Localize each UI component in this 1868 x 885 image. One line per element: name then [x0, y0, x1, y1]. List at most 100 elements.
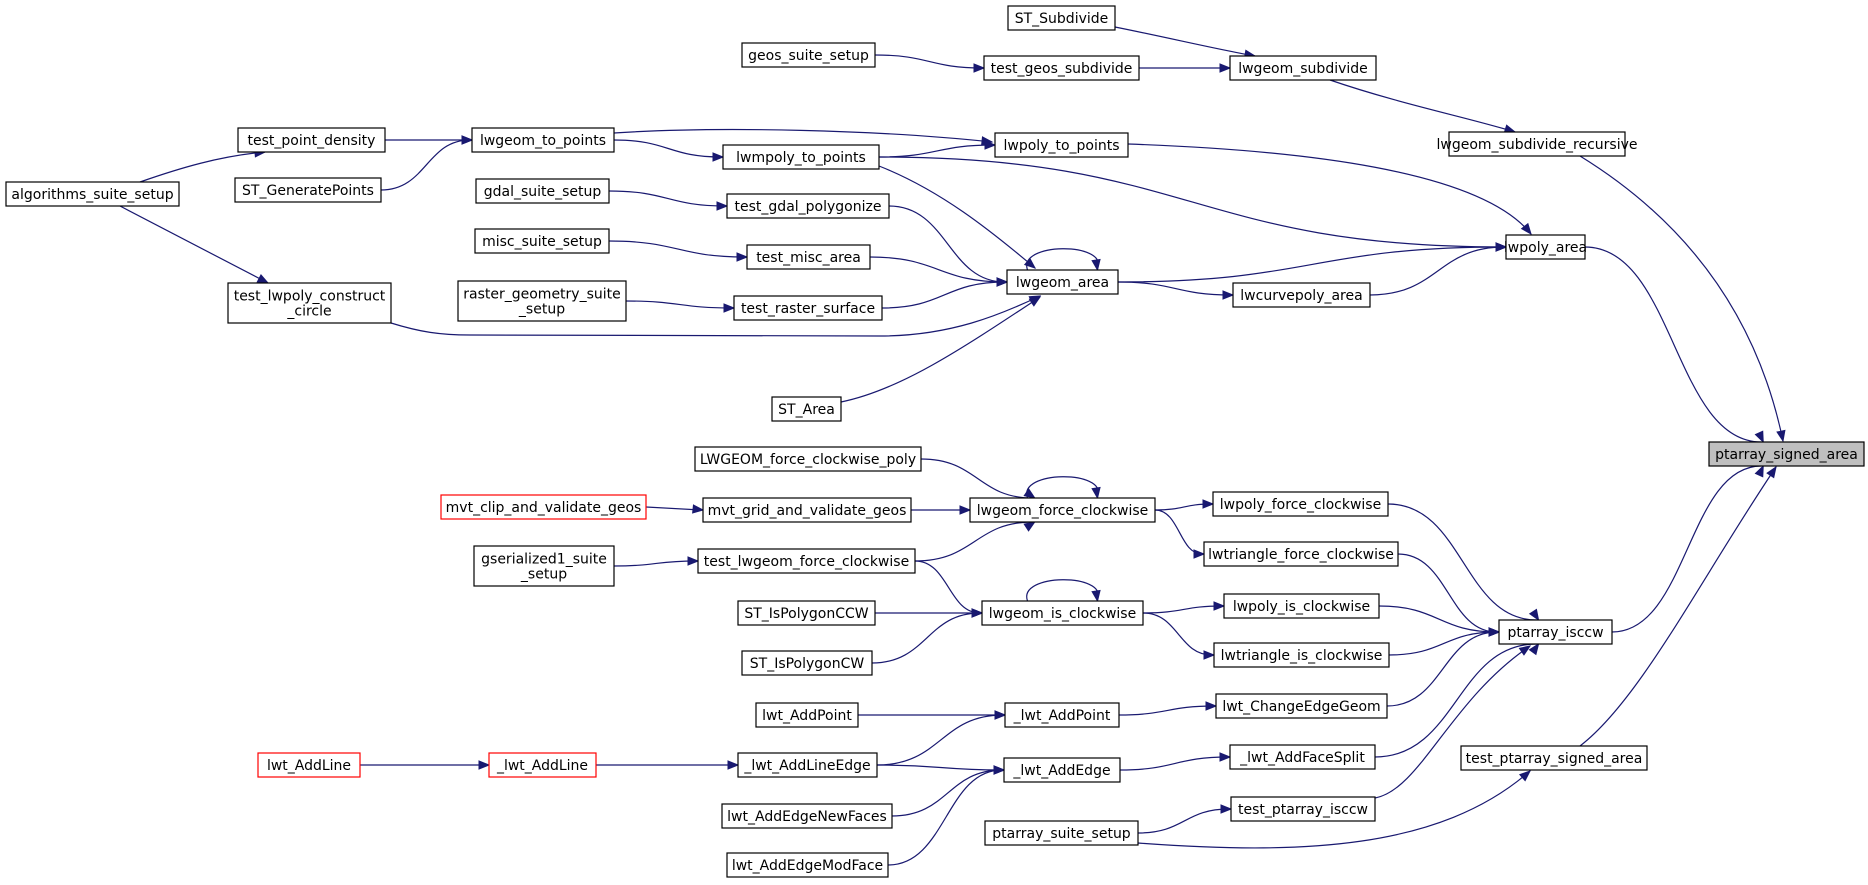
node-test-ptarray-signed-area[interactable]: test_ptarray_signed_area — [1460, 745, 1648, 771]
node-box — [1004, 702, 1120, 728]
edge-_lwt_AddPoint-to-lwt_ChangeEdgeGeom — [1118, 701, 1218, 716]
node-ptarray-suite-setup[interactable]: ptarray_suite_setup — [984, 820, 1139, 846]
edge-arrowhead — [1023, 257, 1037, 269]
edge-lwpoly_force_clockwise-to-ptarray_isccw — [1387, 503, 1540, 622]
node-lwpoly-is-clockwise[interactable]: lwpoly_is_clockwise — [1223, 593, 1380, 619]
edge-line — [876, 764, 1003, 771]
edge-gserialized1_suite_setup-to-test_lwgeom_force_clockwise — [613, 556, 700, 567]
node-lwpoly-area[interactable]: lwpoly_area — [1504, 234, 1587, 260]
node-box — [1708, 441, 1865, 467]
node-raster-geometry-suite-setup[interactable]: raster_geometry_suite_setup — [457, 280, 627, 322]
edge-line — [1117, 281, 1232, 296]
node-label: gdal_suite_setup — [484, 184, 602, 200]
node-ptarray-isccw[interactable]: ptarray_isccw — [1498, 619, 1613, 645]
node-st-area[interactable]: ST_Area — [771, 396, 842, 422]
node-box — [1505, 234, 1586, 260]
edge-line — [840, 296, 1041, 403]
node-algorithms-suite-setup[interactable]: algorithms_suite_setup — [5, 181, 180, 207]
edge-mvt_clip_and_validate_geos-to-mvt_grid_and_validate_geos — [645, 504, 705, 514]
node-lwtriangle-force-clockwise[interactable]: lwtriangle_force_clockwise — [1203, 541, 1399, 567]
nodes-layer: ptarray_signed_area lwgeom_subdivide_recu… — [5, 5, 1865, 878]
edge-line — [380, 139, 471, 191]
node-lwgeom-subdivide[interactable]: lwgeom_subdivide — [1229, 55, 1377, 81]
edge-_lwt_AddEdge-to-_lwt_AddFaceSplit — [1119, 752, 1232, 771]
node-box — [694, 446, 922, 472]
node-label: _lwt_AddLine — [496, 758, 588, 774]
node-test-ptarray-isccw[interactable]: test_ptarray_isccw — [1230, 796, 1376, 822]
node-label: lwpoly_area — [1504, 240, 1587, 256]
edge-arrowhead — [1091, 486, 1101, 500]
edge-line — [1154, 509, 1203, 555]
node-st-ispolygoncw[interactable]: ST_IsPolygonCW — [741, 650, 873, 676]
node-lwgeom-subdivide-recursive[interactable]: lwgeom_subdivide_recursive — [1436, 131, 1638, 157]
node-geos-suite-setup[interactable]: geos_suite_setup — [741, 42, 876, 68]
node--lwt-addedge[interactable]: _lwt_AddEdge — [1003, 757, 1121, 783]
node-mvt-clip-and-validate-geos[interactable]: mvt_clip_and_validate_geos — [440, 494, 647, 520]
node-box — [5, 181, 180, 207]
edge-arrowhead — [984, 140, 997, 150]
edge-test_point_density-to-lwgeom_to_points — [385, 135, 474, 145]
edge-test_raster_surface-to-lwgeom_area — [881, 277, 1009, 309]
edge-geos_suite_setup-to-test_geos_subdivide — [874, 54, 986, 73]
node-test-lwgeom-force-clockwise[interactable]: test_lwgeom_force_clockwise — [697, 548, 916, 574]
node-lwcurvepoly-area[interactable]: lwcurvepoly_area — [1232, 282, 1371, 308]
node-st-subdivide[interactable]: ST_Subdivide — [1007, 5, 1116, 31]
edge-arrowhead — [1219, 63, 1232, 73]
node-label: test_geos_subdivide — [991, 61, 1133, 77]
edge-line — [920, 458, 1033, 499]
node-mvt-grid-and-validate-geos[interactable]: mvt_grid_and_validate_geos — [702, 497, 912, 523]
node-lwt-addpoint[interactable]: lwt_AddPoint — [755, 702, 859, 728]
edge-lwcurvepoly_area-to-lwpoly_area — [1369, 242, 1508, 296]
node--lwt-addfacesplit[interactable]: _lwt_AddFaceSplit — [1229, 744, 1376, 770]
node-lwgeom-is-clockwise[interactable]: lwgeom_is_clockwise — [981, 600, 1144, 626]
edge-line — [608, 240, 746, 258]
node-label: misc_suite_setup — [482, 234, 602, 250]
node-test-point-density[interactable]: test_point_density — [237, 127, 386, 153]
edge-lwpoly_area-to-ptarray_signed_area — [1584, 246, 1764, 444]
node-ptarray-signed-area[interactable]: ptarray_signed_area — [1708, 441, 1865, 467]
node-box — [722, 144, 880, 170]
node-lwpoly-to-points[interactable]: lwpoly_to_points — [994, 132, 1129, 158]
edge-arrowhead — [692, 504, 705, 514]
node-test-lwpoly-construct-circle[interactable]: test_lwpoly_construct_circle — [227, 282, 392, 324]
node-gserialized1-suite-setup[interactable]: gserialized1_suite_setup — [473, 545, 615, 587]
node-lwt-changeedgegeom[interactable]: lwt_ChangeEdgeGeom — [1215, 693, 1388, 719]
node--lwt-addpoint[interactable]: _lwt_AddPoint — [1004, 702, 1120, 728]
node-box — [984, 820, 1139, 846]
node-st-ispolygonccw[interactable]: ST_IsPolygonCCW — [737, 600, 876, 626]
node-gdal-suite-setup[interactable]: gdal_suite_setup — [475, 178, 610, 204]
edge-line — [881, 281, 1006, 309]
node-test-misc-area[interactable]: test_misc_area — [746, 244, 871, 270]
node-test-gdal-polygonize[interactable]: test_gdal_polygonize — [726, 193, 890, 219]
edge-raster_geometry_suite_setup-to-test_raster_surface — [625, 300, 736, 313]
node-label: test_ptarray_signed_area — [1466, 751, 1643, 767]
node-lwmpoly-to-points[interactable]: lwmpoly_to_points — [722, 144, 880, 170]
node-label: lwmpoly_to_points — [736, 150, 866, 166]
node-lwtriangle-is-clockwise[interactable]: lwtriangle_is_clockwise — [1213, 642, 1390, 668]
node-box — [237, 127, 386, 153]
edge-lwgeom_is_clockwise-to-lwpoly_is_clockwise — [1142, 601, 1226, 614]
node-lwt-addedgenewfaces[interactable]: lwt_AddEdgeNewFaces — [721, 803, 893, 829]
edge-arrowhead — [1754, 464, 1764, 478]
node-lwgeom-to-points[interactable]: lwgeom_to_points — [471, 127, 615, 153]
edge-arrowhead — [723, 303, 736, 313]
node-lwt-addline[interactable]: lwt_AddLine — [257, 752, 361, 778]
node-box — [227, 282, 392, 324]
edge-lwt_AddPoint-to-_lwt_AddPoint — [858, 710, 1007, 720]
edge-arrowhead — [687, 556, 700, 566]
node--lwt-addline[interactable]: _lwt_AddLine — [488, 752, 597, 778]
node-lwgeom-force-clockwise-poly[interactable]: LWGEOM_force_clockwise_poly — [694, 446, 922, 472]
edge-line — [887, 769, 1003, 866]
node-lwgeom-area[interactable]: lwgeom_area — [1006, 269, 1119, 295]
node-lwgeom-force-clockwise[interactable]: lwgeom_force_clockwise — [969, 497, 1156, 523]
node-box — [983, 55, 1140, 81]
node-st-generatepoints[interactable]: ST_GeneratePoints — [234, 177, 382, 203]
node--lwt-addlineedge[interactable]: _lwt_AddLineEdge — [737, 752, 878, 778]
node-test-raster-surface[interactable]: test_raster_surface — [733, 295, 883, 321]
edge-line — [1127, 143, 1532, 235]
node-test-geos-subdivide[interactable]: test_geos_subdivide — [983, 55, 1140, 81]
node-lwt-addedgemodface[interactable]: lwt_AddEdgeModFace — [726, 852, 889, 878]
node-lwpoly-force-clockwise[interactable]: lwpoly_force_clockwise — [1212, 491, 1389, 517]
node-misc-suite-setup[interactable]: misc_suite_setup — [474, 228, 610, 254]
edge-line — [139, 151, 266, 183]
